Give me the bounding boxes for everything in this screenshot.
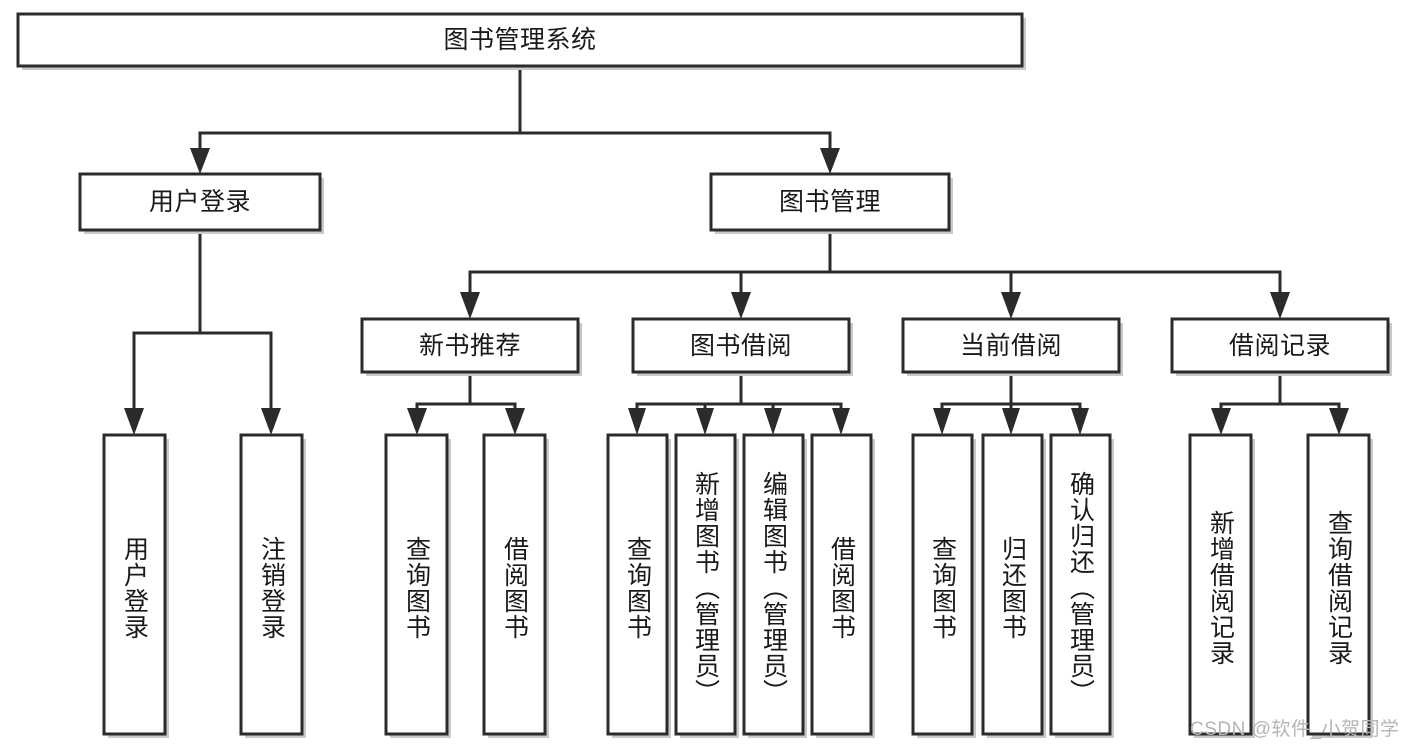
node-rect-leaf-0[interactable] <box>102 433 167 736</box>
node-label-leaf-query-book-3: 查询图书 <box>928 535 957 640</box>
node-label-book-management: 图书管理 <box>778 188 881 216</box>
arrow-head-borrow-1 <box>696 408 714 435</box>
arrow-head-login-1 <box>261 408 281 435</box>
node-rect-l3-3[interactable] <box>1170 317 1390 374</box>
arrow-head-newbook-0 <box>407 408 427 435</box>
arrow-head-bookmgmt-3 <box>1270 292 1290 319</box>
node-label-leaf-add-book-admin: 新增图书（管理员） <box>691 470 720 705</box>
node-label-leaf-add-borrow-record: 新增借阅记录 <box>1206 509 1235 666</box>
node-label-leaf-query-book-2: 查询图书 <box>623 535 652 640</box>
node-rect-root[interactable] <box>16 12 1024 68</box>
node-rect-l2-0[interactable] <box>78 172 322 232</box>
connector-group-user-login <box>124 228 281 435</box>
arrow-head-borrow-0 <box>628 408 646 435</box>
arrow-head-login-0 <box>124 408 144 435</box>
node-label-root: 图书管理系统 <box>443 26 597 54</box>
node-label-leaf-query-borrow-record: 查询借阅记录 <box>1324 509 1353 666</box>
node-label-new-book-recommend: 新书推荐 <box>418 331 521 360</box>
connector-group-borrow <box>628 370 850 435</box>
arrow-head-borrow-3 <box>832 408 850 435</box>
arrow-head-bookmgmt-2 <box>1001 292 1021 319</box>
connector-group-book-mgmt <box>460 228 1290 319</box>
node-label-leaf-confirm-return-admin: 确认归还（管理员） <box>1066 470 1095 705</box>
node-rect-leaf-5[interactable] <box>674 433 737 736</box>
arrow-head-root-1 <box>820 148 840 174</box>
node-label-leaf-user-login: 用户登录 <box>120 535 149 640</box>
connector-group-borrow-record <box>1211 370 1349 435</box>
arrow-head-bookmgmt-0 <box>460 292 480 319</box>
arrow-head-record-1 <box>1329 408 1349 435</box>
arrow-head-bookmgmt-1 <box>731 292 751 319</box>
node-label-leaf-query-book-1: 查询图书 <box>402 535 431 640</box>
node-rect-leaf-4[interactable] <box>606 433 669 736</box>
node-rect-leaf-7[interactable] <box>810 433 873 736</box>
connector-group-root <box>190 64 840 174</box>
node-rect-leaf-6[interactable] <box>742 433 805 736</box>
arrow-head-newbook-1 <box>505 408 525 435</box>
arrow-head-current-1 <box>1002 408 1020 435</box>
arrow-head-record-0 <box>1211 408 1231 435</box>
node-label-leaf-borrow-book-1: 借阅图书 <box>500 535 529 640</box>
node-rect-leaf-2[interactable] <box>384 433 449 736</box>
arrow-head-root-0 <box>190 148 210 174</box>
node-rect-leaf-10[interactable] <box>1049 433 1112 736</box>
node-label-leaf-borrow-book-2: 借阅图书 <box>827 535 856 640</box>
node-label-user-login: 用户登录 <box>148 188 251 216</box>
arrow-head-borrow-2 <box>764 408 782 435</box>
connector-group-new-book <box>407 370 525 435</box>
node-rect-leaf-12[interactable] <box>1306 433 1371 736</box>
node-rect-l2-1[interactable] <box>709 172 951 232</box>
node-label-leaf-edit-book-admin: 编辑图书（管理员） <box>759 470 788 705</box>
csdn-watermark: CSDN @软件_小贺同学 <box>1190 719 1400 740</box>
arrow-head-current-2 <box>1071 408 1089 435</box>
node-rect-leaf-9[interactable] <box>981 433 1044 736</box>
node-label-borrow-record: 借阅记录 <box>1228 331 1331 360</box>
node-rect-l3-1[interactable] <box>631 317 851 374</box>
node-rect-l3-0[interactable] <box>360 317 580 374</box>
node-label-leaf-return-book: 归还图书 <box>998 535 1027 640</box>
node-rects <box>16 12 1392 738</box>
connector-group-current-borrow <box>933 370 1089 435</box>
node-rect-l3-2[interactable] <box>901 317 1121 374</box>
arrow-head-current-0 <box>933 408 951 435</box>
node-label-book-borrow: 图书借阅 <box>689 331 792 360</box>
node-rect-leaf-3[interactable] <box>482 433 547 736</box>
node-label-leaf-logout: 注销登录 <box>257 535 286 640</box>
node-label-current-borrow: 当前借阅 <box>959 331 1062 360</box>
node-rect-leaf-11[interactable] <box>1188 433 1253 736</box>
node-rect-leaf-1[interactable] <box>239 433 304 736</box>
node-rect-leaf-8[interactable] <box>911 433 974 736</box>
